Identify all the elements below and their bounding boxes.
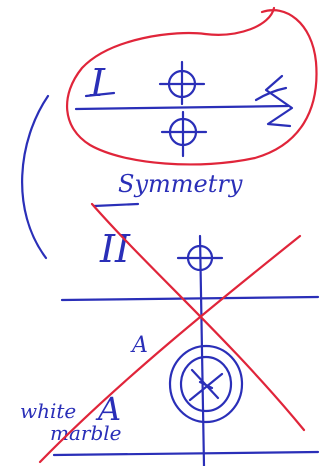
lower-horizontal-line (54, 452, 318, 455)
section-2-diagram: II A A white marble (20, 204, 318, 466)
symmetry-note: Symmetry (118, 170, 243, 198)
section-1-diagram: I (76, 61, 292, 156)
upper-horizontal-line (62, 297, 318, 300)
crossing-mark (266, 76, 292, 126)
point-a-label-1: A (130, 333, 148, 358)
white-note: white (20, 399, 76, 423)
red-cross-stroke-1 (92, 204, 304, 430)
asterisk-mark (190, 370, 222, 400)
section-2-label-overline (94, 204, 138, 206)
section-1-label: I (89, 61, 106, 105)
section-2-label: II (99, 227, 131, 271)
left-bracket-curve (22, 96, 48, 258)
section-1-baseline (76, 106, 288, 109)
